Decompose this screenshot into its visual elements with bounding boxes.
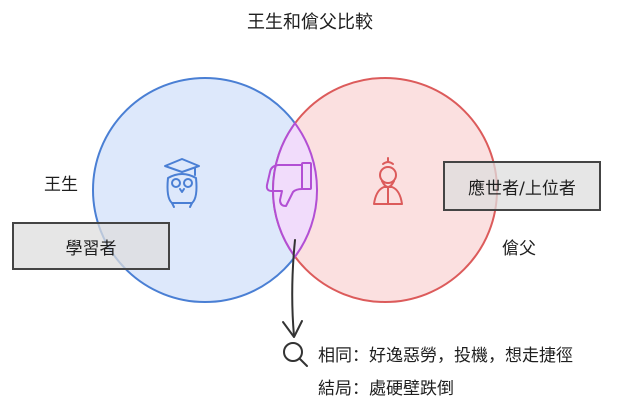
sage-elder-icon <box>373 157 403 205</box>
left-set-box: 學習者 <box>12 222 170 270</box>
right-set-label: 傖父 <box>502 239 536 259</box>
intersection-outline <box>272 121 318 259</box>
outcome-arrowhead <box>282 320 303 338</box>
outcome-result: 結局：處硬壁跌倒 <box>318 379 454 399</box>
owl-graduate-icon <box>164 158 200 208</box>
right-set-box-label: 應世者/上位者 <box>468 178 576 199</box>
thumbs-down-icon <box>265 162 312 207</box>
outcome-arrow <box>291 239 296 337</box>
left-set-box-label: 學習者 <box>65 238 117 259</box>
right-set-box: 應世者/上位者 <box>443 161 601 211</box>
outcome-similarity: 相同：好逸惡勞，投機，想走捷徑 <box>318 346 573 366</box>
left-set-label: 王生 <box>44 175 78 195</box>
magnifier-icon <box>283 342 308 367</box>
diagram-title: 王生和傖父比較 <box>247 12 373 33</box>
